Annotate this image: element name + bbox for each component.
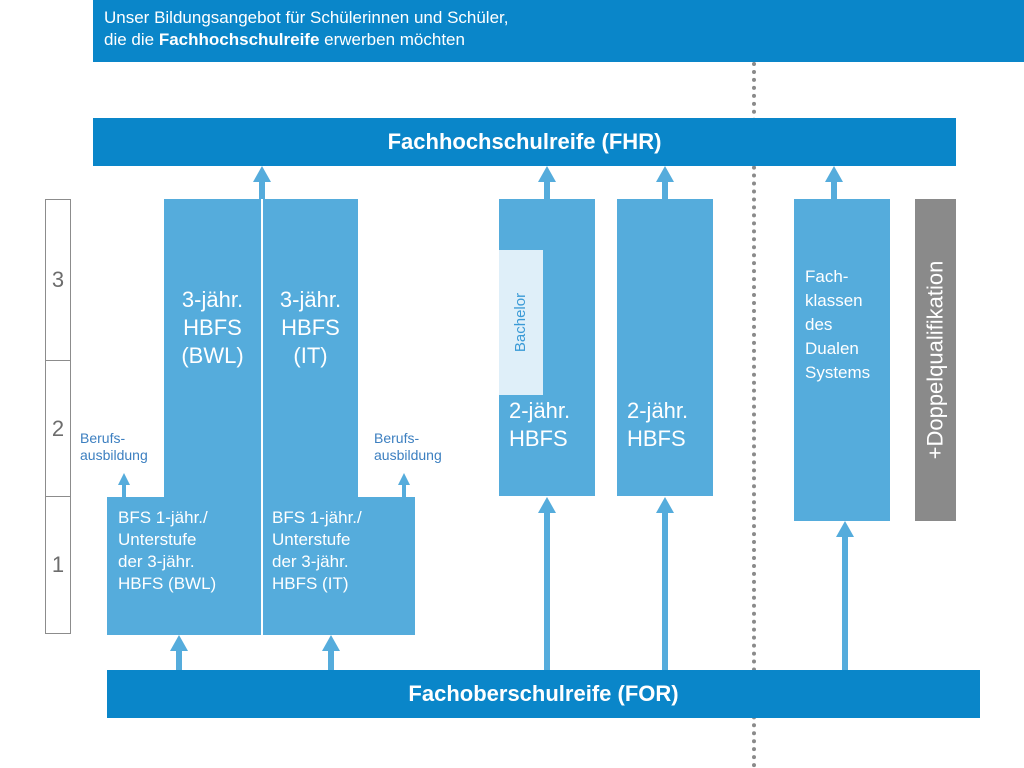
for-label: Fachoberschulreife (FOR) xyxy=(408,681,679,706)
bfs-it-line-3: der 3-jähr. xyxy=(272,552,349,571)
fhr-label: Fachhochschulreife (FHR) xyxy=(387,129,662,154)
bwl-it-divider xyxy=(261,199,263,635)
berufsausbildung-right-line-2: ausbildung xyxy=(374,447,442,463)
bachelor-box: Bachelor xyxy=(499,250,543,395)
hbfs2-a-box: Bachelor 2-jähr. HBFS xyxy=(499,199,595,496)
doppelqualifikation-box: +Doppelqualifikation xyxy=(915,199,956,521)
bfs-bwl-box: BFS 1-jähr./ Unterstufe der 3-jähr. HBFS… xyxy=(107,497,261,635)
fachklassen-line-4: Dualen xyxy=(805,339,859,358)
fachklassen-line-2: klassen xyxy=(805,291,863,310)
berufsausbildung-right-label: Berufs- ausbildung xyxy=(374,430,442,464)
doppelqualifikation-label: +Doppelqualifikation xyxy=(922,260,948,460)
hbfs2-a-line-2: HBFS xyxy=(509,426,568,451)
hbfs2-a-label: 2-jähr. HBFS xyxy=(509,397,570,453)
year-divider-2 xyxy=(46,496,70,497)
bfs-bwl-line-1: BFS 1-jähr./ xyxy=(118,508,208,527)
berufsausbildung-left-line-1: Berufs- xyxy=(80,430,126,446)
hbfs2-a-line-1: 2-jähr. xyxy=(509,398,571,423)
hbfs2-b-label: 2-jähr. HBFS xyxy=(627,397,688,453)
fachklassen-line-5: Systems xyxy=(805,363,871,382)
fachklassen-line-3: des xyxy=(805,315,833,334)
bfs-bwl-line-4: HBFS (BWL) xyxy=(118,574,217,593)
bfs-it-line-1: BFS 1-jähr./ xyxy=(272,508,362,527)
berufsausbildung-right-line-1: Berufs- xyxy=(374,430,420,446)
fachklassen-line-1: Fach- xyxy=(805,267,849,286)
bachelor-label: Bachelor xyxy=(512,292,530,353)
year-1: 1 xyxy=(51,552,65,577)
year-3: 3 xyxy=(51,267,65,292)
fhr-bar: Fachhochschulreife (FHR) xyxy=(93,118,956,166)
header-line-2: die die Fachhochschulreife erwerben möch… xyxy=(104,29,1024,51)
hbfs-it-line-2: HBFS xyxy=(281,315,340,340)
year-divider-1 xyxy=(46,360,70,361)
hbfs-it-box: 3-jähr. HBFS (IT) xyxy=(263,199,358,497)
fachklassen-box: Fach- klassen des Dualen Systems xyxy=(794,199,890,521)
header-line-1: Unser Bildungsangebot für Schülerinnen u… xyxy=(104,8,509,27)
hbfs2-b-line-1: 2-jähr. xyxy=(627,398,689,423)
bfs-bwl-line-2: Unterstufe xyxy=(118,530,197,549)
year-2: 2 xyxy=(51,415,65,441)
for-bar: Fachoberschulreife (FOR) xyxy=(107,670,980,718)
berufsausbildung-left-line-2: ausbildung xyxy=(80,447,148,463)
header-line-2-bold: Fachhochschulreife xyxy=(158,30,320,49)
hbfs-it-line-3: (IT) xyxy=(293,343,328,368)
header-line-2-suffix: erwerben möchten xyxy=(319,30,465,49)
dotted-separator xyxy=(752,62,756,768)
hbfs-bwl-line-3: (BWL) xyxy=(181,343,244,368)
header-banner: Unser Bildungsangebot für Schülerinnen u… xyxy=(93,0,1024,62)
hbfs-bwl-line-2: HBFS xyxy=(183,315,242,340)
bfs-it-line-4: HBFS (IT) xyxy=(272,574,349,593)
hbfs-bwl-line-1: 3-jähr. xyxy=(181,287,244,312)
hbfs-it-line-1: 3-jähr. xyxy=(279,287,342,312)
hbfs2-b-box: 2-jähr. HBFS xyxy=(617,199,713,496)
bfs-it-line-2: Unterstufe xyxy=(272,530,351,549)
header-line-2-prefix: die die xyxy=(104,30,159,49)
hbfs-bwl-box: 3-jähr. HBFS (BWL) xyxy=(164,199,261,497)
hbfs2-b-line-2: HBFS xyxy=(627,426,686,451)
year-scale: 3 2 1 xyxy=(45,199,71,634)
berufsausbildung-left-label: Berufs- ausbildung xyxy=(80,430,148,464)
bfs-bwl-line-3: der 3-jähr. xyxy=(118,552,195,571)
bfs-it-box: BFS 1-jähr./ Unterstufe der 3-jähr. HBFS… xyxy=(263,497,415,635)
